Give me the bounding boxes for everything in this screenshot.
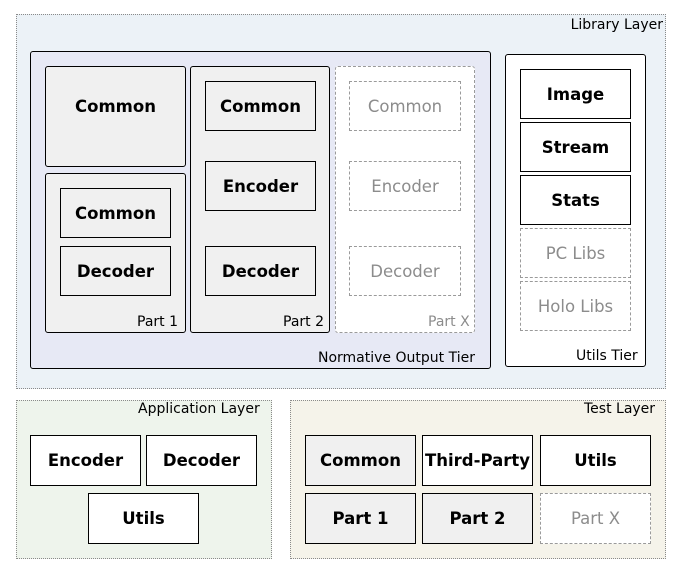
partx-container: [335, 66, 475, 333]
part1-common-block: [45, 66, 186, 167]
library-layer-label: Library Layer: [570, 17, 663, 33]
partx-encoder: Encoder: [349, 161, 461, 211]
test-part2: Part 2: [422, 493, 533, 544]
test-layer-label: Test Layer: [584, 401, 656, 417]
part2-decoder: Decoder: [205, 246, 316, 296]
utils-stream: Stream: [520, 122, 631, 172]
normative-output-tier-label: Normative Output Tier: [318, 350, 475, 366]
app-utils: Utils: [88, 493, 199, 544]
app-encoder: Encoder: [30, 435, 141, 486]
utils-stats: Stats: [520, 175, 631, 225]
part1-label: Part 1: [137, 314, 178, 330]
partx-decoder: Decoder: [349, 246, 461, 296]
part1-decoder: Decoder: [60, 246, 171, 296]
utils-pc-libs: PC Libs: [520, 228, 631, 278]
part2-label: Part 2: [283, 314, 324, 330]
part2-common: Common: [205, 81, 316, 131]
app-decoder: Decoder: [146, 435, 257, 486]
part1-common-label: Common: [75, 96, 156, 116]
test-utils: Utils: [540, 435, 651, 486]
test-partx: Part X: [540, 493, 651, 544]
test-part1: Part 1: [305, 493, 416, 544]
test-third-party: Third-Party: [422, 435, 533, 486]
test-common: Common: [305, 435, 416, 486]
partx-common: Common: [349, 81, 461, 131]
partx-label: Part X: [428, 314, 470, 330]
utils-holo-libs: Holo Libs: [520, 281, 631, 331]
utils-image: Image: [520, 69, 631, 119]
utils-tier-label: Utils Tier: [576, 348, 638, 364]
application-layer-label: Application Layer: [138, 401, 260, 417]
part1-inner-common: Common: [60, 188, 171, 238]
part2-encoder: Encoder: [205, 161, 316, 211]
